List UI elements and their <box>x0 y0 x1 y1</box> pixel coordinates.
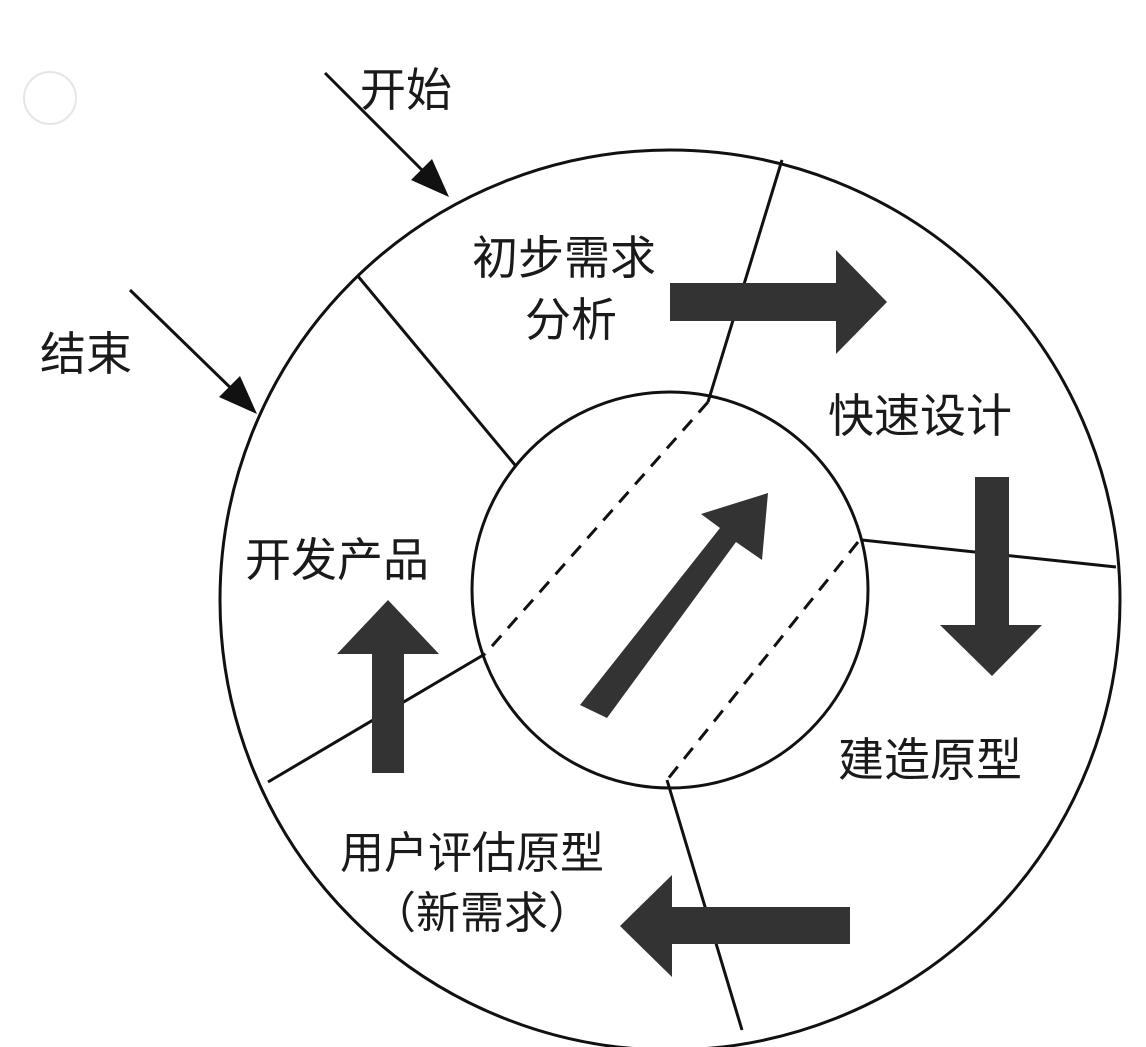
outer-circle <box>218 148 1122 1047</box>
start-arrow <box>323 71 449 197</box>
end-label: 结束 <box>40 327 132 381</box>
divider-top-left <box>355 274 517 466</box>
arrow-right-icon <box>670 250 887 354</box>
end-arrow <box>128 288 257 414</box>
arrow-left-icon <box>620 875 850 977</box>
corner-circle <box>23 71 77 125</box>
arrow-up-icon <box>337 600 439 773</box>
build-prototype-label: 建造原型 <box>838 733 1022 787</box>
divider-top-right <box>706 159 784 403</box>
arrow-center-icon <box>580 493 768 718</box>
dashed-line-lower <box>665 541 860 781</box>
requirements-label-line1: 初步需求 <box>472 231 656 285</box>
user-eval-label-line2: （新需求） <box>372 888 592 939</box>
start-label: 开始 <box>360 63 452 117</box>
divider-bottom <box>665 779 744 1031</box>
user-eval-label-line1: 用户评估原型 <box>340 828 604 879</box>
develop-product-label: 开发产品 <box>245 533 429 587</box>
requirements-label-line2: 分析 <box>525 293 617 347</box>
quick-design-label: 快速设计 <box>828 389 1012 443</box>
arrow-down-icon <box>940 477 1042 676</box>
dashed-line-upper <box>483 401 710 655</box>
inner-circle <box>470 390 870 790</box>
